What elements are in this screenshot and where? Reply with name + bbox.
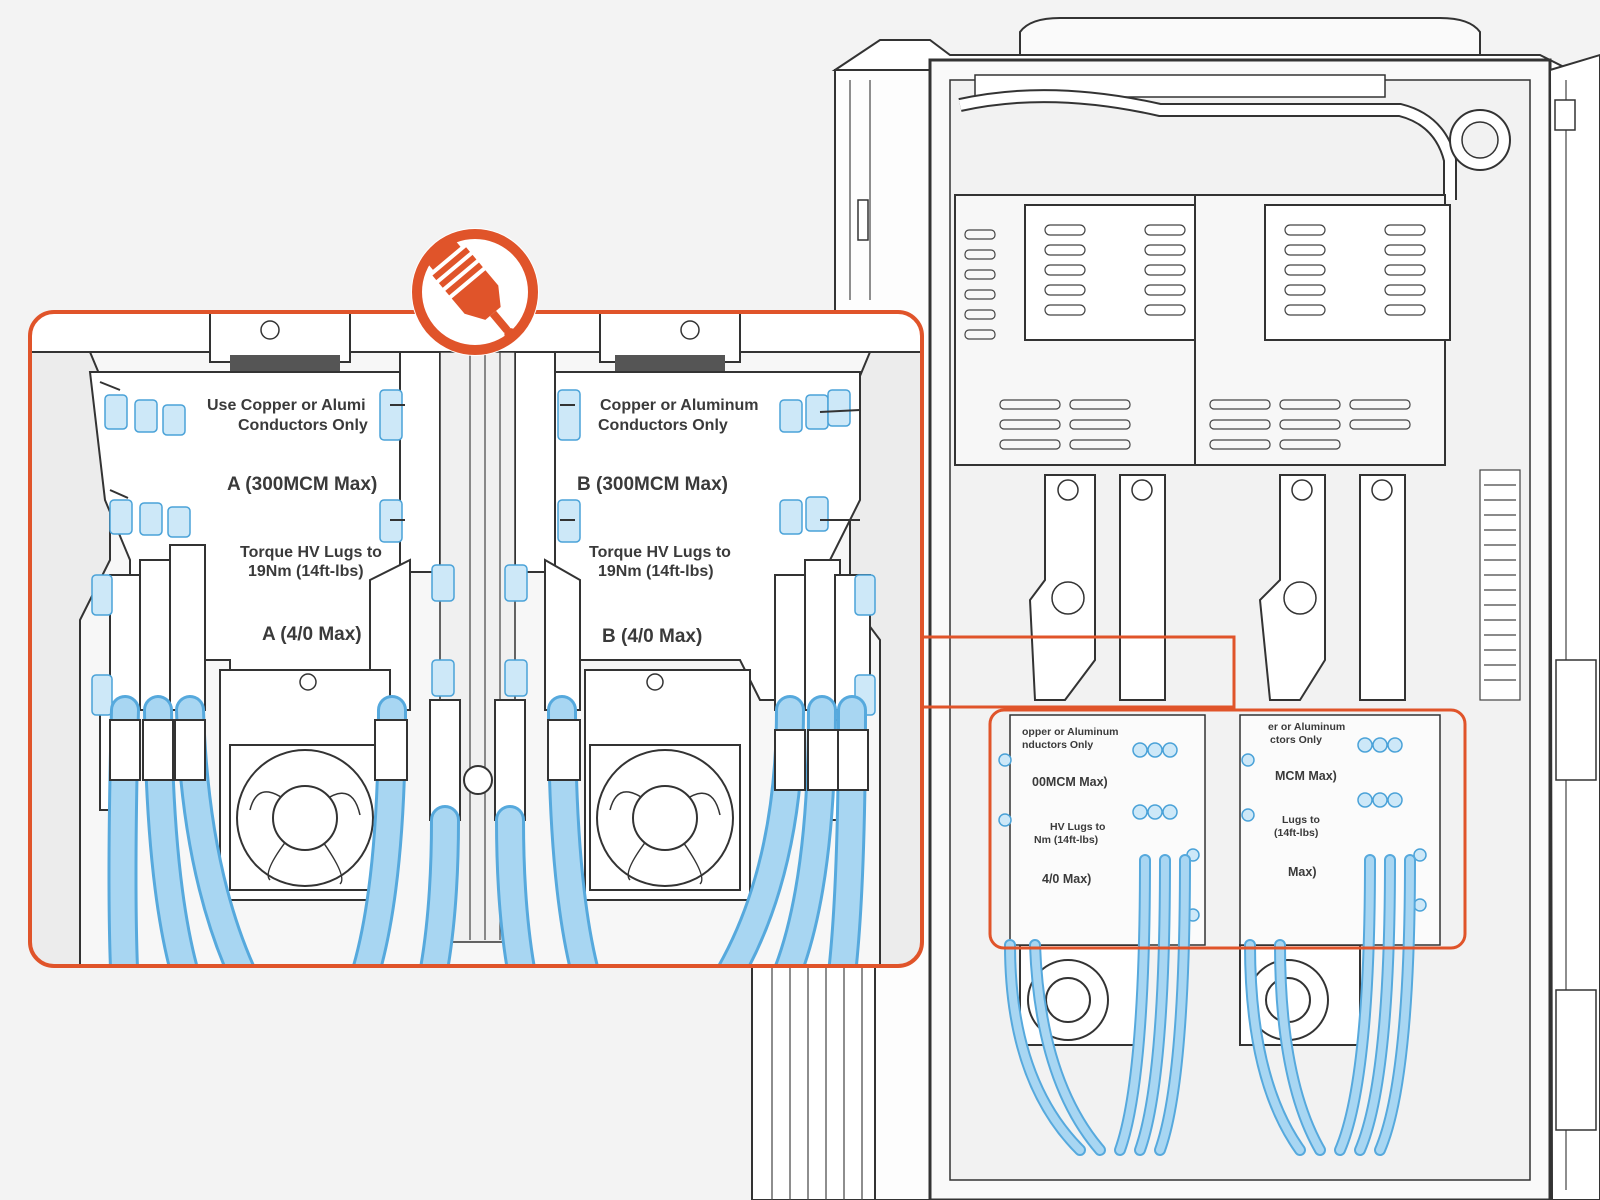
label-conductors-b-line1: Copper or Aluminum: [600, 397, 759, 414]
label-conductors-b-line2: Conductors Only: [598, 417, 728, 434]
hv-lug-nuts: [91, 389, 876, 716]
cabinet-label-group-left: opper or Aluminum nductors Only 00MCM Ma…: [1022, 726, 1118, 886]
charger-cabinet: opper or Aluminum nductors Only 00MCM Ma…: [751, 17, 1600, 1200]
power-module-a: [954, 194, 1216, 466]
cabinet-label-40-left: 4/0 Max): [1042, 872, 1091, 886]
label-conductors-a-line1: Use Copper or Alumi: [207, 397, 366, 414]
cabinet-label-torque-right-1: Lugs to: [1282, 814, 1320, 826]
label-torque-b-line1: Torque HV Lugs to: [589, 544, 731, 561]
cabinet-lug-highlight-box: [988, 708, 1467, 950]
cabinet-label-conductors-left-2: nductors Only: [1022, 739, 1093, 751]
cabinet-label-conductors-right-2: ctors Only: [1270, 734, 1322, 746]
cabinet-label-conductors-left-1: opper or Aluminum: [1022, 726, 1118, 738]
cabinet-label-40-right: Max): [1288, 865, 1316, 879]
cabinet-label-torque-right-2: (14ft-lbs): [1274, 827, 1318, 839]
cabinet-label-torque-left-2: Nm (14ft-lbs): [1034, 834, 1098, 846]
label-40-b: B (4/0 Max): [602, 626, 702, 647]
fan-right: [589, 744, 741, 891]
label-torque-b-line2: 19Nm (14ft-lbs): [598, 563, 714, 580]
label-conductors-a-line2: Conductors Only: [238, 417, 368, 434]
cabinet-label-group-right: er or Aluminum ctors Only MCM Max) Lugs …: [1268, 721, 1345, 879]
cabinet-label-300mcm-left: 00MCM Max): [1032, 775, 1108, 789]
power-module-b: [1194, 194, 1451, 466]
label-40-a: A (4/0 Max): [262, 624, 362, 645]
cabinet-label-torque-left-1: HV Lugs to: [1050, 821, 1105, 833]
fan-left: [229, 744, 381, 891]
cabinet-label-conductors-right-1: er or Aluminum: [1268, 721, 1345, 733]
cabinet-cables: [1004, 854, 1416, 1156]
zoom-labels-side-a: Use Copper or Alumi Conductors Only A (3…: [207, 397, 382, 645]
zoom-labels-side-b: Copper or Aluminum Conductors Only B (30…: [577, 397, 759, 647]
label-300mcm-b: B (300MCM Max): [577, 474, 728, 495]
label-300mcm-a: A (300MCM Max): [227, 474, 377, 495]
zoom-callout-panel: Use Copper or Alumi Conductors Only A (3…: [28, 310, 924, 968]
cabinet-label-300mcm-right: MCM Max): [1275, 769, 1337, 783]
cable-lug-crimp-icon: [411, 228, 539, 356]
label-torque-a-line1: Torque HV Lugs to: [240, 544, 382, 561]
label-torque-a-line2: 19Nm (14ft-lbs): [248, 563, 364, 580]
